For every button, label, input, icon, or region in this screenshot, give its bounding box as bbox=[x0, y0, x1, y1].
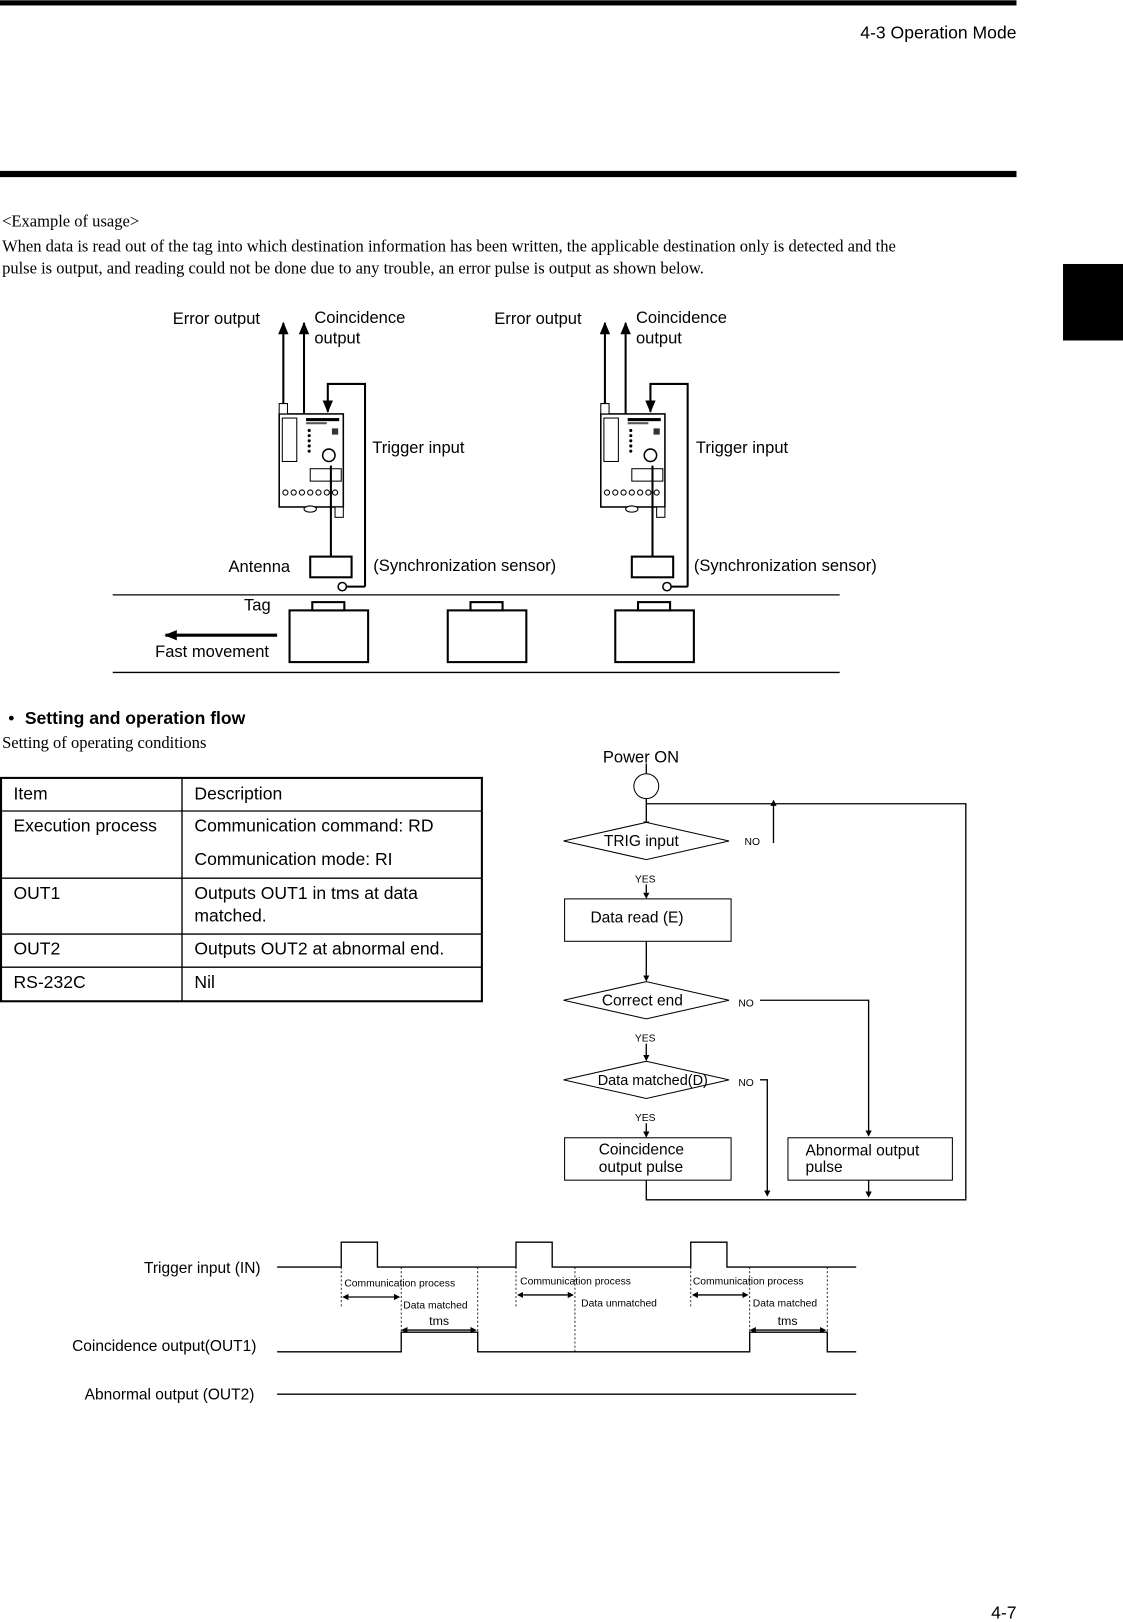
controller-device-icon bbox=[278, 402, 345, 519]
table-cell: matched. bbox=[194, 906, 266, 926]
process-label: Abnormal output bbox=[806, 1142, 920, 1159]
table-caption: Setting of operating conditions bbox=[2, 733, 206, 752]
table-cell: Outputs OUT2 at abnormal end. bbox=[194, 939, 444, 959]
annotation: Communication process bbox=[344, 1279, 455, 1290]
fast-movement-label: Fast movement bbox=[155, 642, 269, 661]
sync-sensor-label: (Synchronization sensor) bbox=[694, 556, 877, 575]
decision-label: TRIG input bbox=[604, 833, 680, 850]
annotation: Data matched bbox=[753, 1298, 818, 1309]
example-text-line1: When data is read out of the tag into wh… bbox=[2, 237, 896, 256]
yes-label: YES bbox=[635, 1034, 656, 1045]
example-heading: <Example of usage> bbox=[2, 212, 139, 231]
antenna-icon bbox=[630, 555, 675, 579]
yes-label: YES bbox=[635, 1113, 656, 1124]
table-cell: Communication mode: RI bbox=[194, 849, 392, 869]
process-label: output pulse bbox=[599, 1159, 683, 1176]
column-header: Description bbox=[194, 784, 282, 804]
out1-waveform bbox=[277, 1331, 857, 1353]
process-label: Coincidence bbox=[599, 1141, 684, 1158]
controller-device-icon bbox=[600, 402, 666, 519]
error-output-label: Error output bbox=[173, 309, 261, 328]
out1-signal-label: Coincidence output(OUT1) bbox=[72, 1338, 256, 1355]
trigger-signal-label: Trigger input (IN) bbox=[144, 1260, 261, 1277]
annotation: Communication process bbox=[693, 1277, 804, 1288]
header-rule bbox=[0, 170, 1017, 178]
table-cell: Nil bbox=[194, 972, 215, 992]
out2-signal-label: Abnormal output (OUT2) bbox=[85, 1386, 255, 1403]
usage-diagram: Error output Coincidence output Error ou… bbox=[112, 308, 877, 674]
example-text-line2: pulse is output, and reading could not b… bbox=[2, 258, 704, 277]
annotation: tms bbox=[429, 1314, 449, 1328]
annotation: Communication process bbox=[520, 1277, 631, 1288]
error-output-label: Error output bbox=[494, 309, 582, 328]
top-rule bbox=[0, 0, 1017, 6]
table-cell: RS-232C bbox=[13, 972, 86, 992]
table-cell: Communication command: RD bbox=[194, 816, 433, 836]
timing-chart: Trigger input (IN) Coincidence output(OU… bbox=[72, 1241, 857, 1403]
column-header: Item bbox=[13, 784, 47, 804]
table-cell: Outputs OUT1 in tms at data bbox=[194, 883, 418, 903]
chapter-tab bbox=[1063, 263, 1123, 341]
bullet: • bbox=[8, 708, 14, 728]
tag-label: Tag bbox=[244, 595, 271, 614]
power-on-label: Power ON bbox=[603, 747, 679, 766]
antenna-label: Antenna bbox=[229, 557, 291, 576]
coincidence-output-label-2: output bbox=[636, 329, 682, 348]
trigger-input-label: Trigger input bbox=[696, 438, 789, 457]
table-cell: Execution process bbox=[13, 816, 157, 836]
conditions-table: Item Description Execution process Commu… bbox=[0, 776, 483, 1003]
table-cell: OUT1 bbox=[13, 883, 60, 903]
section-title: 4-3 Operation Mode bbox=[860, 23, 1016, 43]
annotation: Data matched bbox=[403, 1300, 468, 1311]
section-heading: Setting and operation flow bbox=[25, 708, 246, 728]
sync-sensor-icon bbox=[662, 581, 672, 592]
decision-label: Correct end bbox=[602, 992, 683, 1009]
process-abnormal-pulse bbox=[787, 1137, 953, 1181]
no-label: NO bbox=[745, 837, 761, 848]
trigger-waveform bbox=[277, 1241, 857, 1268]
flowchart: Power ON TRIG input NO YES Data read (E)… bbox=[563, 747, 967, 1201]
coincidence-output-label: Coincidence bbox=[314, 308, 405, 327]
annotation: Data unmatched bbox=[581, 1298, 657, 1309]
start-node bbox=[633, 773, 660, 800]
coincidence-output-label-2: output bbox=[314, 329, 360, 348]
process-label: Data read (E) bbox=[590, 910, 683, 927]
decision-label: Data matched(D) bbox=[598, 1073, 708, 1089]
process-coincidence-pulse bbox=[564, 1137, 732, 1181]
no-label: NO bbox=[738, 1078, 754, 1089]
decision-trig-input bbox=[563, 821, 730, 861]
table-cell: OUT2 bbox=[13, 939, 60, 959]
sync-sensor-icon bbox=[337, 581, 348, 592]
trigger-input-label: Trigger input bbox=[372, 438, 465, 457]
annotation: tms bbox=[778, 1314, 798, 1328]
yes-label: YES bbox=[635, 874, 656, 885]
page-number: 4-7 bbox=[991, 1603, 1016, 1622]
process-label: pulse bbox=[806, 1159, 843, 1176]
process-data-read bbox=[564, 898, 732, 942]
coincidence-output-label: Coincidence bbox=[636, 308, 727, 327]
decision-data-matched bbox=[563, 1060, 730, 1100]
antenna-icon bbox=[309, 555, 353, 579]
sync-sensor-label: (Synchronization sensor) bbox=[373, 556, 556, 575]
decision-correct-end bbox=[563, 981, 730, 1020]
no-label: NO bbox=[738, 998, 754, 1009]
workpiece-boxes bbox=[288, 601, 695, 664]
